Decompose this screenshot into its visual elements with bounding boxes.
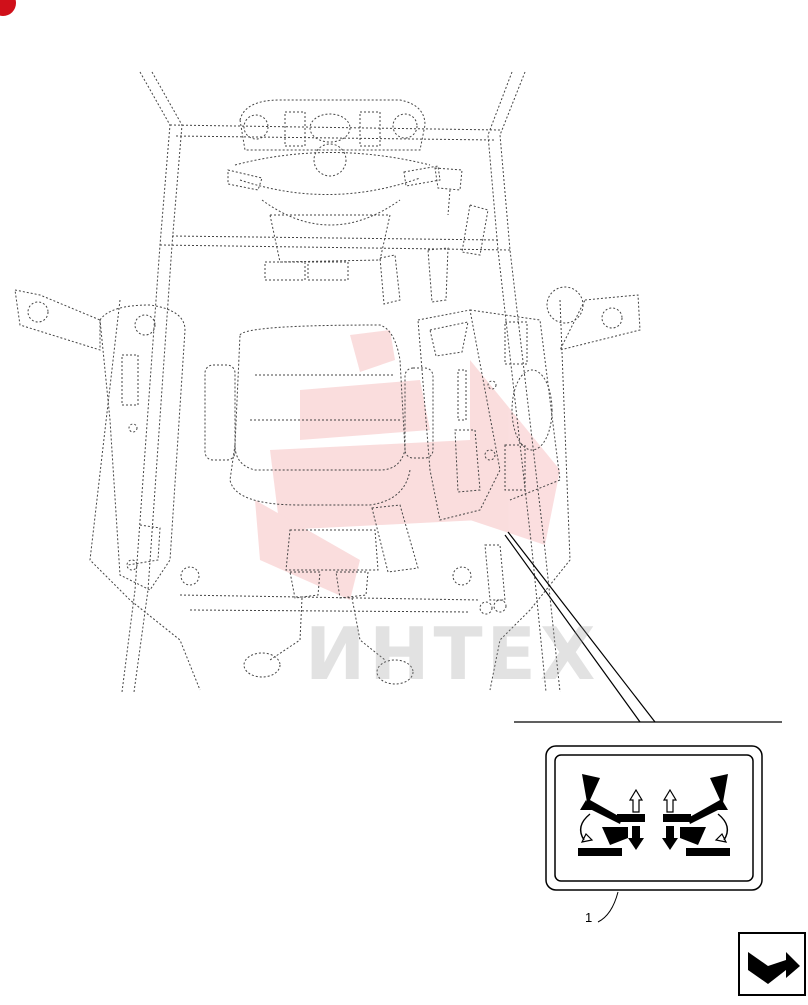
arrow-next-page-icon bbox=[738, 932, 806, 996]
leader-line bbox=[504, 531, 782, 723]
floor-controls bbox=[243, 504, 419, 685]
next-page-button[interactable] bbox=[738, 932, 806, 996]
left-panel bbox=[14, 286, 641, 591]
corner-badge bbox=[0, 0, 16, 16]
operator-seat bbox=[204, 324, 434, 506]
watermark-text: ИНТЕХ bbox=[305, 612, 600, 696]
right-console bbox=[417, 167, 561, 615]
cab-frame bbox=[89, 71, 571, 693]
dashboard bbox=[227, 99, 441, 305]
callout-number: 1 bbox=[585, 910, 593, 925]
watermark-logo bbox=[255, 330, 560, 600]
decal-callout-box bbox=[545, 745, 763, 891]
item-leader bbox=[597, 891, 619, 923]
loader-arm-lift-lower-icon bbox=[578, 774, 730, 856]
